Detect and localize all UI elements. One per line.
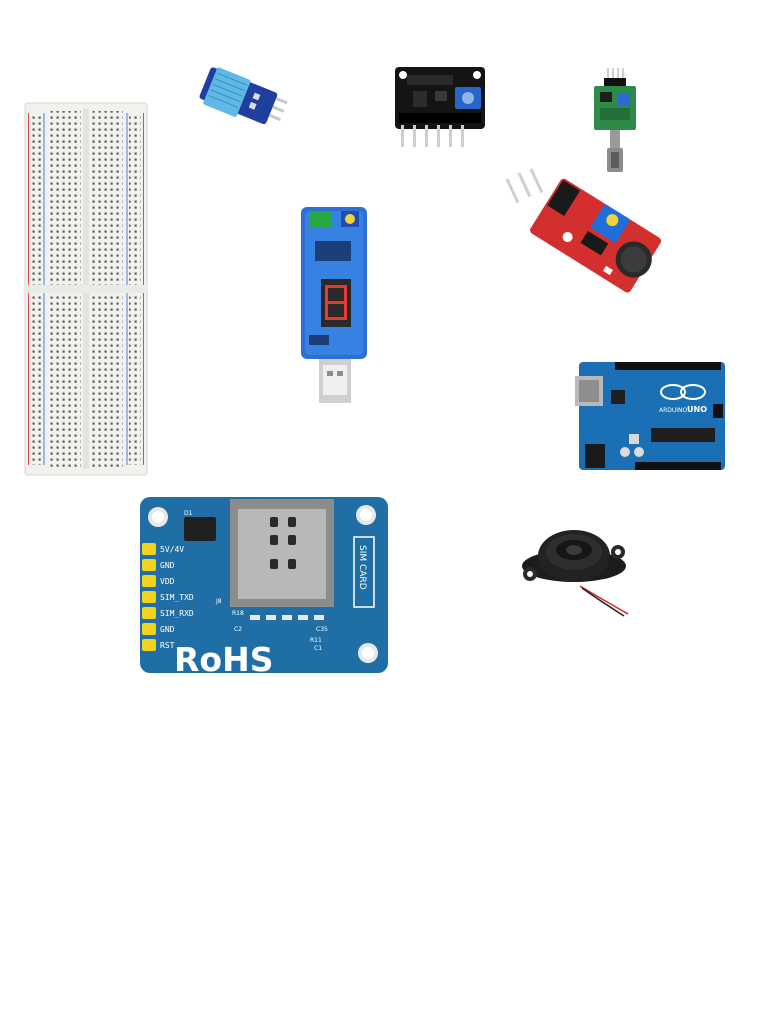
pin-label-rst: RST xyxy=(160,641,175,650)
label-j8: J8 xyxy=(215,598,222,605)
black-sensor-module xyxy=(393,65,487,149)
label-c2: C2 xyxy=(234,626,242,633)
pin-label-sim-rxd: SIM_RXD xyxy=(160,609,194,618)
label-c35: C35 xyxy=(316,626,328,633)
pin-label-sim-txd: SIM_TXD xyxy=(160,593,194,602)
label-r18: R18 xyxy=(232,610,244,617)
sim-card-label: SIM CARD xyxy=(357,545,367,590)
pin-label-gnd-2: GND xyxy=(160,625,175,634)
piezo-buzzer xyxy=(520,522,632,618)
arduino-uno-board: ARDUINO UNO xyxy=(575,360,727,472)
sound-sensor-module xyxy=(505,168,662,328)
label-r11: R11 xyxy=(310,637,322,644)
label-d1: D1 xyxy=(184,510,193,517)
sim-card-module: D1 J8 SIM CARD R18 C2 C35 R11 C1 xyxy=(138,495,390,679)
pin-label-5v: 5V/4V xyxy=(160,545,184,554)
dht11-sensor xyxy=(195,66,288,134)
ph-sensor-module xyxy=(590,68,640,176)
usb-boost-converter xyxy=(297,205,373,403)
label-c1: C1 xyxy=(314,645,322,652)
arduino-model: UNO xyxy=(687,405,707,414)
pin-label-gnd-1: GND xyxy=(160,561,175,570)
arduino-brand: ARDUINO xyxy=(659,407,688,414)
breadboard xyxy=(24,102,148,476)
rohs-marking: RoHS xyxy=(174,640,273,679)
pin-label-vdd: VDD xyxy=(160,577,175,586)
